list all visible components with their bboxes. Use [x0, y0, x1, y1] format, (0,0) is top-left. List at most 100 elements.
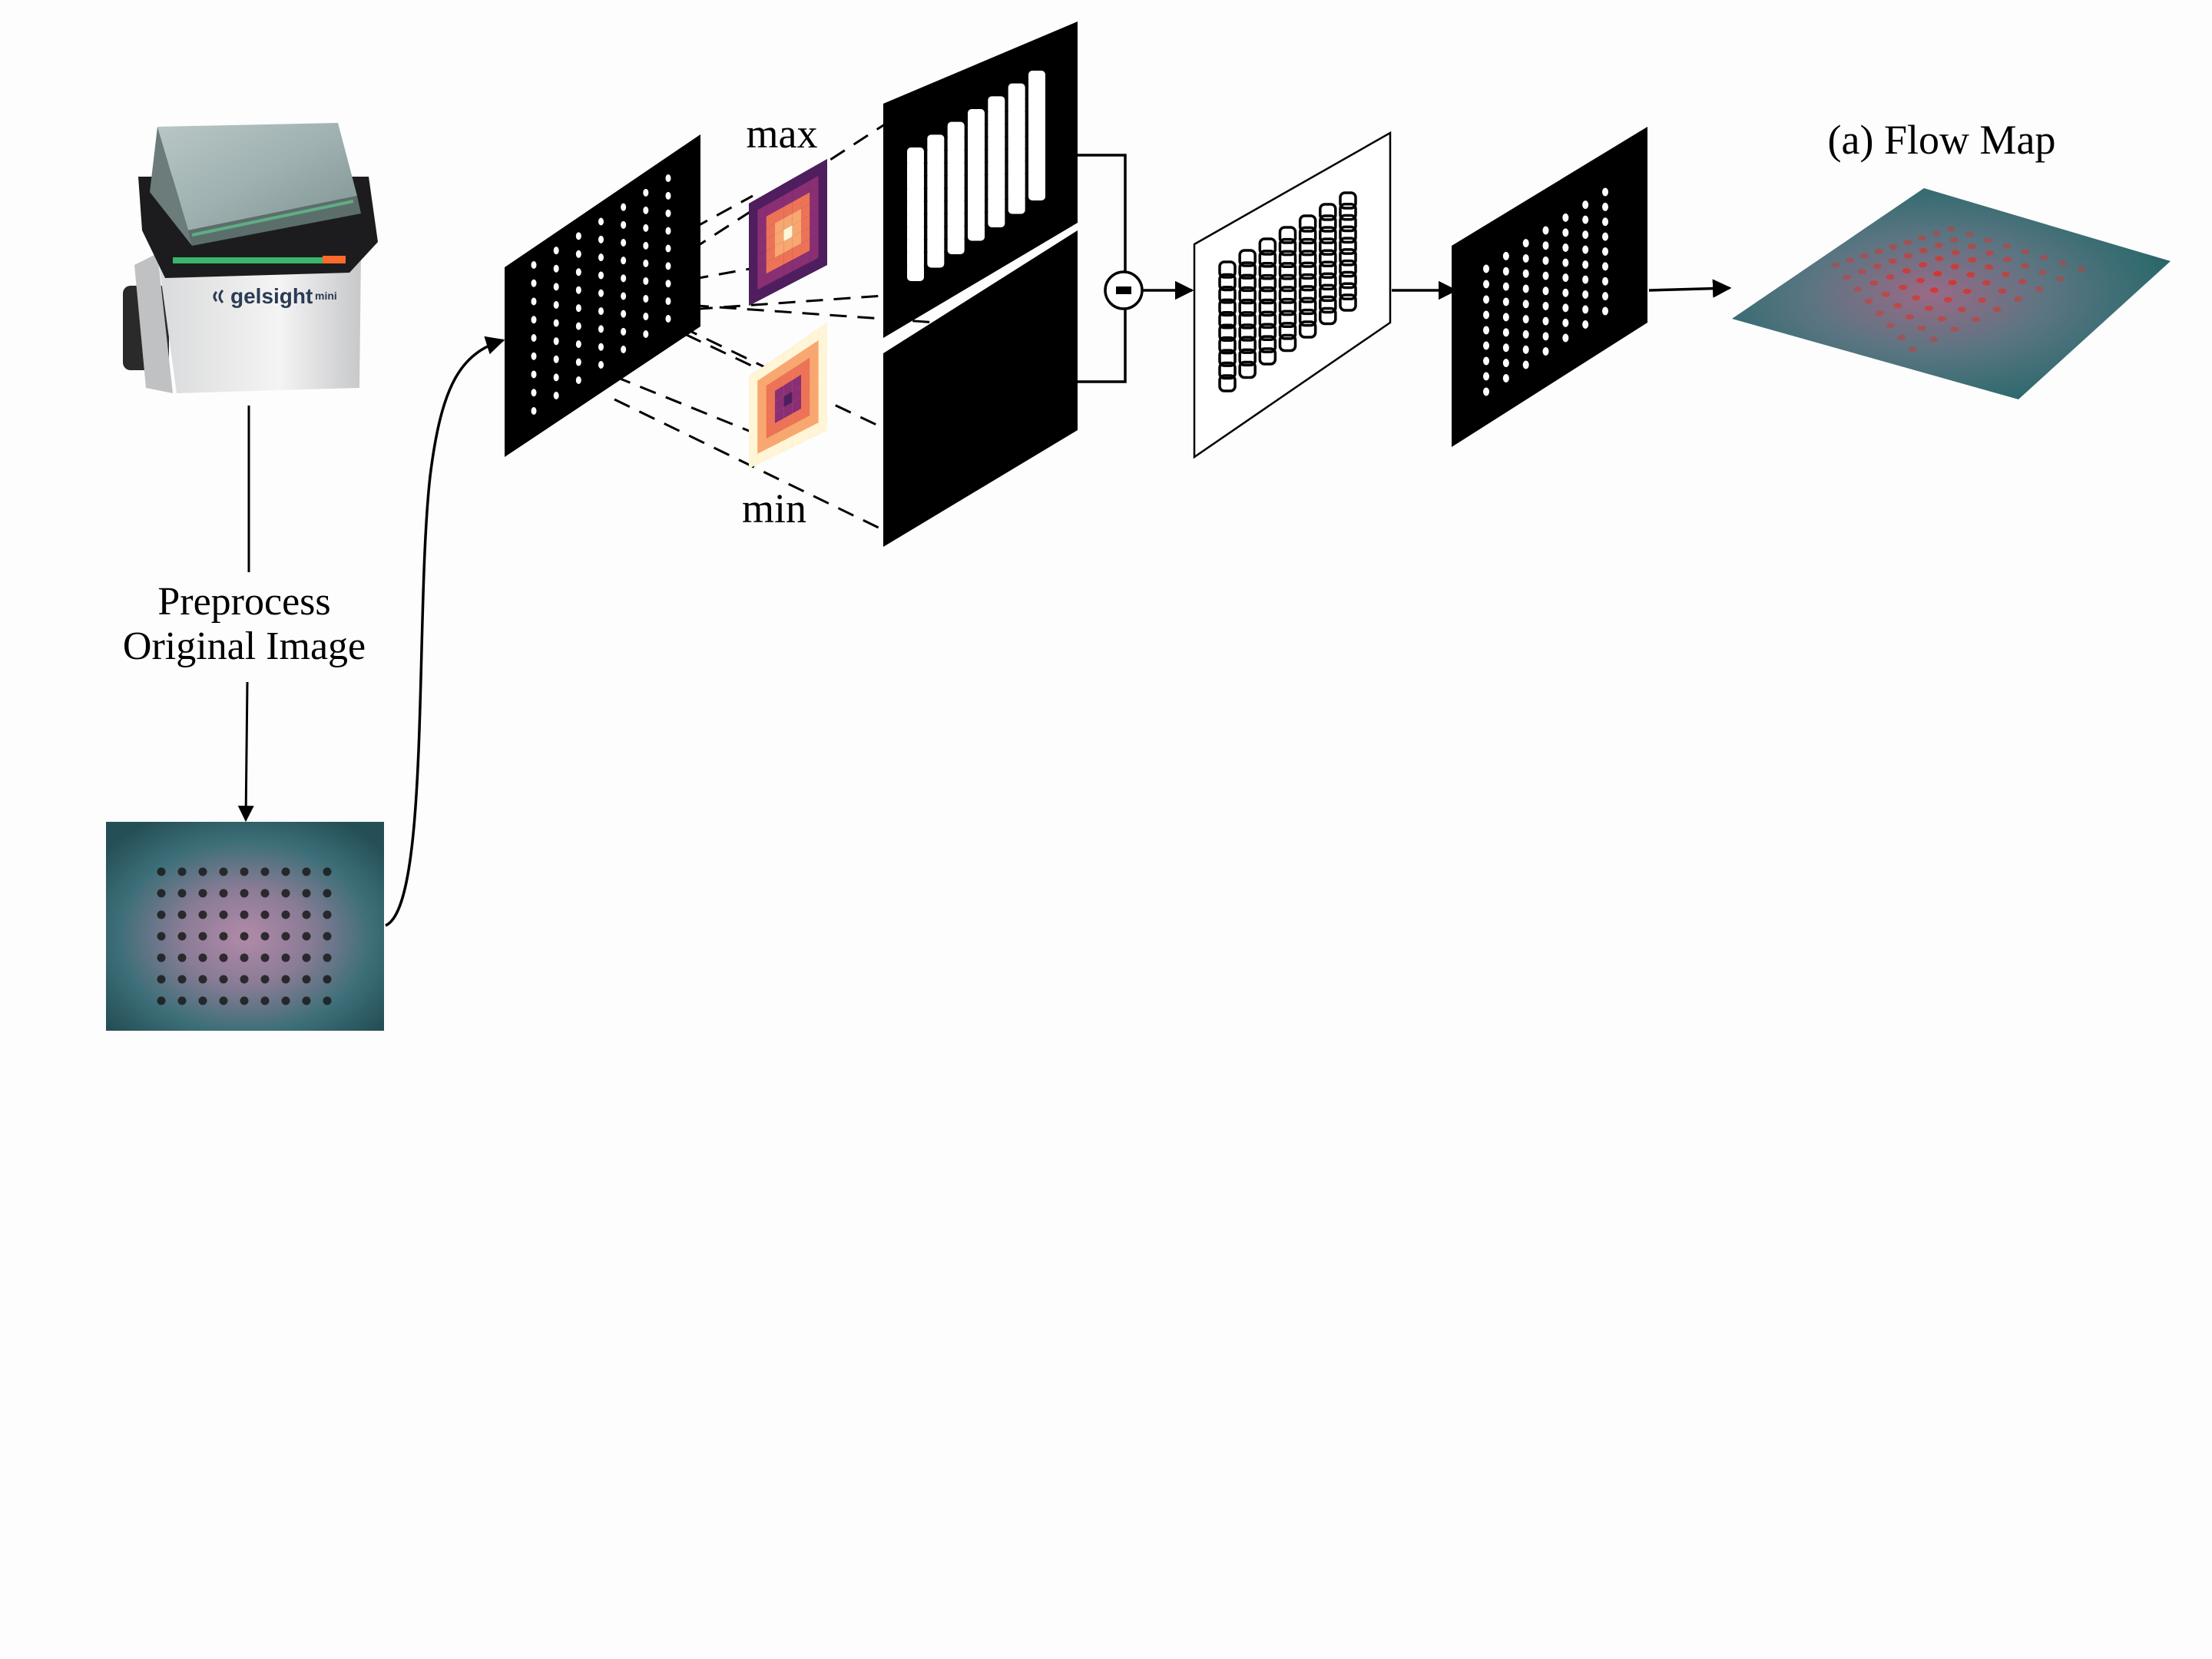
- kernel-cell: [775, 374, 784, 391]
- ring-cell: [1319, 226, 1337, 244]
- marker-dot: [177, 932, 187, 941]
- flow-marker: [1842, 274, 1851, 280]
- marker-dot: [281, 953, 290, 962]
- kernel-cell: [818, 217, 827, 235]
- kernel-cell: [783, 178, 793, 196]
- marker-dot: [665, 315, 671, 323]
- flow-marker: [1831, 262, 1840, 268]
- ring-cell: [1218, 286, 1237, 304]
- flow-marker: [1886, 274, 1895, 280]
- ring-cell: [1218, 374, 1237, 392]
- ring-cell: [1238, 311, 1257, 329]
- kernel-cell: [766, 211, 775, 228]
- centroid-dot: [1542, 226, 1549, 235]
- marker-dot: [621, 346, 627, 353]
- ring-cell: [1298, 237, 1317, 257]
- kernel-cell: [757, 428, 767, 444]
- ring-result-panel: [1193, 131, 1392, 459]
- flow-map-title: (a) Flow Map: [1828, 117, 2056, 163]
- kernel-cell: [801, 204, 810, 220]
- kernel-cell: [810, 328, 819, 346]
- marker-dot: [219, 953, 228, 962]
- kernel-cell: [792, 340, 801, 358]
- kernel-cell: [766, 401, 775, 418]
- ring-cell: [1218, 311, 1237, 329]
- flow-marker: [1968, 257, 1977, 263]
- max-result-panel: [883, 22, 1078, 338]
- kernel-cell: [757, 239, 767, 256]
- marker-dot: [177, 953, 187, 962]
- dilated-cell: [907, 263, 924, 281]
- centroid-dot: [1562, 258, 1569, 267]
- kernel-cell: [792, 397, 801, 414]
- flow-marker: [1860, 253, 1869, 259]
- kernel-cell: [783, 190, 793, 207]
- marker-dot: [531, 297, 537, 306]
- min-kernel: [749, 323, 827, 469]
- marker-dot: [531, 389, 537, 397]
- marker-dot: [219, 867, 228, 876]
- marker-dot: [260, 867, 270, 876]
- kernel-cell: [775, 241, 784, 258]
- centroid-dot: [1522, 345, 1529, 354]
- flow-marker: [1853, 286, 1863, 292]
- ring-cell: [1339, 203, 1357, 221]
- ring-cell: [1218, 361, 1237, 380]
- kernel-cell: [801, 192, 810, 209]
- flow-marker: [1935, 256, 1944, 262]
- flow-marker: [1950, 326, 1959, 333]
- marker-dot: [643, 206, 649, 214]
- kernel-cell: [810, 399, 819, 416]
- kernel-cell: [818, 159, 827, 176]
- flow-marker: [1919, 247, 1928, 253]
- marker-dot: [302, 932, 311, 941]
- ring-cell: [1319, 203, 1337, 221]
- marker-dot: [177, 910, 187, 919]
- ring-cell: [1278, 226, 1297, 244]
- centroid-dot: [1602, 217, 1608, 227]
- kernel-cell: [792, 174, 801, 190]
- kernel-cell: [801, 215, 810, 233]
- ring-cell: [1339, 214, 1357, 233]
- kernel-cell: [818, 253, 827, 270]
- flow-marker: [1978, 297, 1987, 303]
- flow-marker: [1875, 310, 1884, 316]
- flow-marker: [1967, 243, 1976, 250]
- flow-marker: [1949, 237, 1959, 243]
- ring-cell: [1319, 283, 1337, 303]
- min-result-panel: [883, 230, 1078, 547]
- marker-dot: [643, 312, 649, 320]
- flow-marker: [2058, 260, 2068, 267]
- centroid-dot: [1582, 215, 1589, 224]
- marker-dot: [643, 276, 649, 285]
- flow-marker: [2001, 271, 2010, 277]
- kernel-cell: [766, 269, 775, 286]
- kernel-cell: [801, 357, 810, 375]
- centroid-dot: [1582, 275, 1589, 284]
- centroid-dot: [1483, 310, 1489, 320]
- preprocess-to-image-arrow: [237, 681, 254, 823]
- marker-dot: [323, 975, 332, 984]
- flow-marker: [1985, 264, 1994, 270]
- marker-dot: [575, 322, 581, 330]
- marker-dot: [198, 996, 207, 1005]
- ring-cell: [1339, 191, 1357, 210]
- kernel-cell: [792, 255, 801, 272]
- ring-cell: [1238, 273, 1257, 293]
- centroid-dot: [1542, 301, 1549, 310]
- marker-dot: [553, 300, 559, 309]
- ring-cell: [1258, 347, 1277, 366]
- ring-cell: [1258, 286, 1277, 305]
- flow-marker: [1966, 272, 1975, 278]
- kernel-cell: [818, 334, 827, 353]
- flow-marker: [1881, 291, 1890, 297]
- kernel-cell: [775, 230, 784, 247]
- kernel-cell: [749, 453, 758, 469]
- kernel-cell: [775, 253, 784, 270]
- flow-marker: [1897, 334, 1906, 340]
- kernel-cell: [766, 358, 775, 376]
- kernel-cell: [818, 194, 827, 211]
- kernel-cell: [783, 413, 793, 430]
- marker-dot: [219, 996, 228, 1005]
- marker-dot: [302, 889, 311, 898]
